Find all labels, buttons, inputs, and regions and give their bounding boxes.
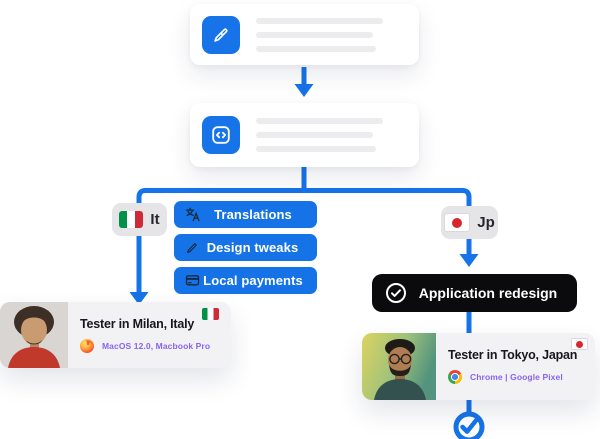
tester-card-tokyo: Tester in Tokyo, Japan Chrome | Google P…: [362, 333, 595, 400]
code-icon: [202, 116, 240, 154]
placeholder-lines: [256, 17, 383, 52]
placeholder-line: [256, 146, 376, 152]
pen-icon: [185, 241, 199, 255]
tester-card-milan: Tester in Milan, Italy MacOS 12.0, Macbo…: [0, 302, 231, 368]
country-badge-italy: It: [112, 203, 167, 236]
placeholder-line: [256, 17, 383, 24]
placeholder-line: [256, 118, 383, 124]
placeholder-line: [256, 132, 373, 138]
task-label: Local payments: [203, 273, 303, 288]
arrowhead-down-left: [129, 292, 149, 305]
japan-flag-icon: [444, 213, 471, 232]
country-badge-label: Jp: [477, 214, 495, 231]
tester-title: Tester in Tokyo, Japan: [448, 348, 578, 362]
task-label: Design tweaks: [206, 240, 299, 255]
task-pill-application-redesign: Application redesign: [372, 274, 577, 312]
tester-device: Chrome | Google Pixel: [470, 372, 563, 382]
task-pill-design-tweaks: Design tweaks: [174, 234, 317, 261]
arrowhead-down-right: [459, 254, 479, 267]
japan-flag-icon: [571, 338, 588, 350]
branch-split: [136, 188, 472, 246]
step-card-design: [190, 4, 419, 65]
task-pill-local-payments: Local payments: [174, 267, 317, 294]
placeholder-line: [256, 45, 376, 52]
credit-card-icon: [185, 273, 200, 288]
country-badge-label: It: [150, 211, 160, 228]
placeholder-line: [256, 31, 373, 38]
task-label: Translations: [214, 207, 292, 222]
tester-avatar: [362, 333, 436, 400]
tester-avatar: [0, 302, 68, 368]
italy-flag-icon: [119, 211, 144, 228]
success-check-icon: [453, 411, 485, 439]
check-circle-icon: [385, 282, 407, 304]
tester-title: Tester in Milan, Italy: [80, 317, 195, 331]
country-badge-japan: Jp: [441, 206, 498, 239]
pen-icon: [202, 15, 240, 54]
arrowhead-down-1: [294, 84, 314, 97]
placeholder-lines: [256, 118, 383, 152]
chrome-icon: [448, 370, 462, 384]
task-label: Application redesign: [418, 285, 558, 301]
italy-flag-icon: [202, 308, 219, 320]
task-pill-translations: Translations: [174, 201, 317, 228]
translate-icon: [185, 207, 200, 222]
step-card-code: [190, 103, 419, 167]
firefox-icon: [80, 339, 94, 353]
tester-device: MacOS 12.0, Macbook Pro: [102, 341, 211, 351]
